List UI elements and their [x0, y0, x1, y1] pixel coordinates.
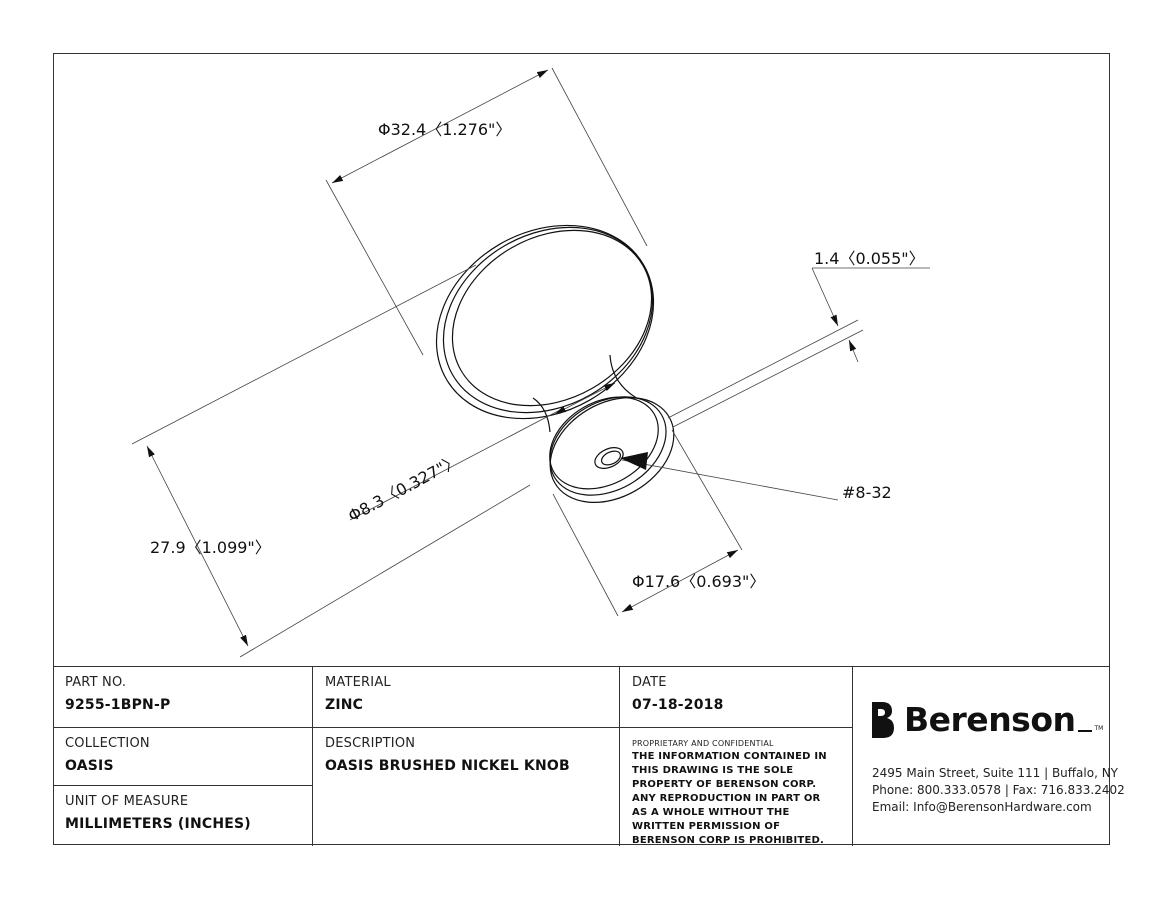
thread-label: #8-32 [842, 483, 892, 502]
proprietary-notice: THE INFORMATION CONTAINED IN THIS DRAWIN… [632, 751, 827, 846]
unit-of-measure-cell: UNIT OF MEASURE MILLIMETERS (INCHES) [53, 786, 313, 846]
material-cell: MATERIAL ZINC [313, 667, 620, 728]
berenson-logo-icon [872, 701, 894, 738]
date-label: DATE [632, 675, 667, 690]
description-value: OASIS BRUSHED NICKEL KNOB [325, 758, 570, 774]
collection-label: COLLECTION [65, 736, 150, 751]
trademark: TM [1094, 725, 1104, 732]
collection-value: OASIS [65, 758, 114, 774]
base-diameter-label: Φ17.6〈0.693"〉 [632, 572, 765, 591]
material-label: MATERIAL [325, 675, 391, 690]
uom-value: MILLIMETERS (INCHES) [65, 816, 251, 832]
technical-drawing: Φ32.4〈1.276"〉 27.9〈1.099"〉 Φ8.3〈0.327"〉 … [131, 67, 930, 658]
proprietary-label: PROPRIETARY AND CONFIDENTIAL [632, 739, 774, 748]
height-label: 27.9〈1.099"〉 [150, 538, 271, 557]
drawing-sheet [53, 53, 1110, 845]
description-cell: DESCRIPTION OASIS BRUSHED NICKEL KNOB [313, 728, 620, 846]
collection-cell: COLLECTION OASIS [53, 728, 313, 786]
company-address: 2495 Main Street, Suite 111 | Buffalo, N… [872, 766, 1119, 780]
date-cell: DATE 07-18-2018 [620, 667, 853, 728]
description-label: DESCRIPTION [325, 736, 416, 751]
company-email: Email: Info@BerensonHardware.com [872, 800, 1092, 814]
part-number-value: 9255-1BPN-P [65, 697, 171, 713]
date-value: 07-18-2018 [632, 697, 724, 713]
company-contact: 2495 Main Street, Suite 111 | Buffalo, N… [872, 765, 1125, 816]
company-name: Berenson [904, 700, 1076, 739]
material-value: ZINC [325, 697, 364, 713]
company-brand: Berenson TM [870, 700, 1103, 739]
thread-leader-arrow [620, 452, 648, 470]
thickness-label: 1.4〈0.055"〉 [814, 249, 925, 268]
dimension-lines [131, 67, 930, 658]
uom-label: UNIT OF MEASURE [65, 794, 189, 809]
brand-underline [1077, 729, 1092, 732]
title-block: PART NO. 9255-1BPN-P MATERIAL ZINC DATE … [53, 666, 1110, 846]
face-diameter-label: Φ32.4〈1.276"〉 [378, 120, 511, 139]
part-number-label: PART NO. [65, 675, 127, 690]
company-phone-fax: Phone: 800.333.0578 | Fax: 716.833.2402 [872, 783, 1125, 797]
proprietary-cell: PROPRIETARY AND CONFIDENTIAL THE INFORMA… [620, 728, 853, 846]
part-number-cell: PART NO. 9255-1BPN-P [53, 667, 313, 728]
neck-diameter-label: Φ8.3〈0.327"〉 [345, 451, 463, 526]
